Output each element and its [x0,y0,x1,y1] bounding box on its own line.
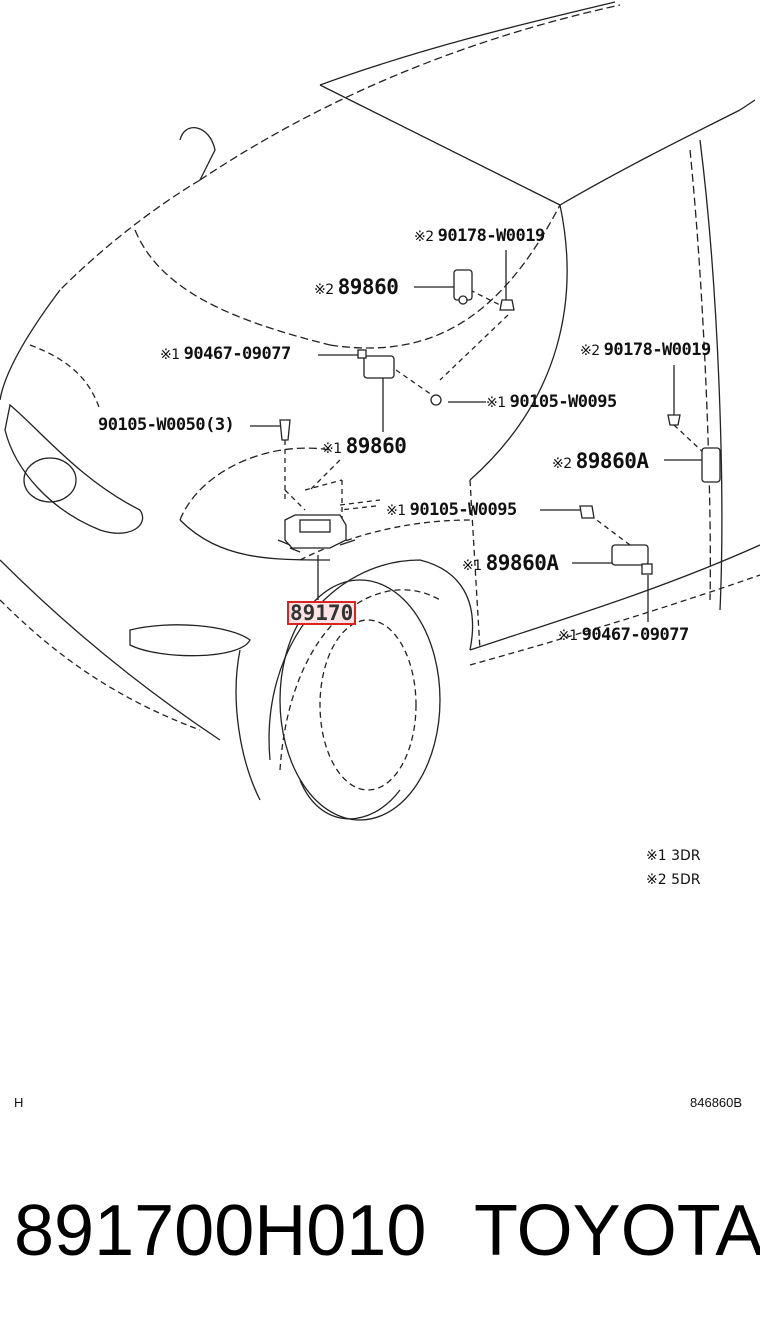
callout-90105-w0050: 90105-W0050(3) [98,415,235,435]
corner-code-right: 846860B [690,1095,743,1110]
footer-part-number: 891700H010 [14,1191,427,1271]
legend-entry-2: ※2 5DR [646,872,701,888]
corner-code-left: H [14,1095,24,1110]
legend-entry-1: ※1 3DR [646,848,701,864]
footer-brand: TOYOTA [474,1191,760,1271]
highlighted-part-89170[interactable]: 89170 [287,601,357,625]
